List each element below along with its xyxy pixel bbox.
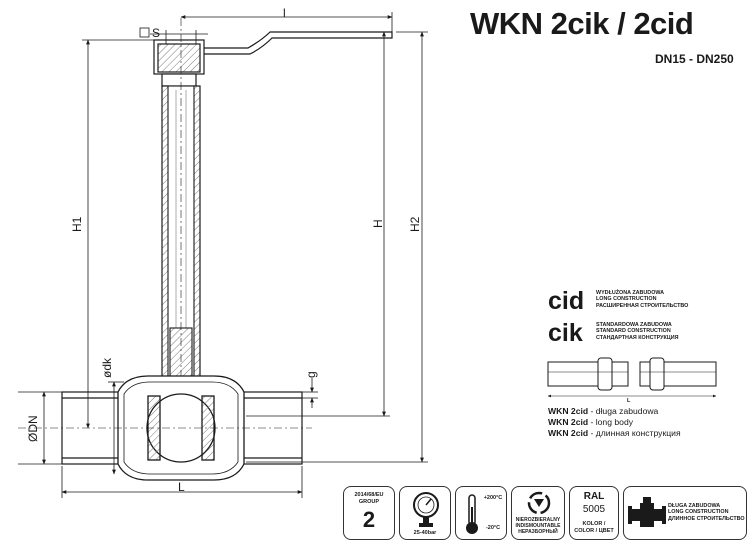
ral-code: 5005	[582, 504, 606, 515]
valve-body-icon	[628, 497, 666, 527]
dim-h2-label: H2	[408, 216, 422, 232]
dim-h	[246, 31, 390, 417]
badge-directive: 2014/68/EU GROUP 2	[343, 486, 395, 540]
construction-length-label: L	[627, 398, 631, 404]
dim-h1	[82, 39, 160, 429]
badge-temperature: +200°C -20°C	[455, 486, 507, 540]
badge-pressure: 25-40bar	[399, 486, 451, 540]
dim-L	[61, 466, 303, 498]
dim-dk	[108, 381, 124, 475]
dim-l-label: l	[283, 6, 286, 20]
body-descriptions: WKN 2cid - długa zabudowa WKN 2cid - lon…	[548, 406, 681, 439]
pressure-gauge-icon	[413, 492, 439, 527]
dim-h1-label: H1	[70, 216, 84, 232]
page-subtitle: DN15 - DN250	[655, 52, 734, 66]
dim-L-label: L	[178, 480, 185, 494]
no-dismount-icon	[527, 491, 551, 515]
dim-dk-label: ødk	[100, 357, 114, 378]
description-line: WKN 2cid - long body	[548, 417, 634, 427]
description-line: WKN 2cid - długa zabudowa	[548, 406, 659, 416]
dim-s	[139, 27, 208, 44]
dim-h2	[246, 31, 428, 463]
badge-body: DŁUGA ZABUDOWA LONG CONSTRUCTION ДЛИННОЕ…	[623, 486, 747, 540]
dim-dn	[18, 391, 62, 465]
cik-code: cik	[548, 319, 583, 347]
lever-handle	[169, 31, 393, 55]
construction-pipes	[547, 357, 717, 398]
cik-description: STANDARDOWA ZABUDOWA STANDARD CONSTRUCTI…	[596, 322, 679, 341]
dim-g	[302, 378, 318, 408]
badge-color: RAL 5005 KOLOR / COLOR / ЦВЕТ	[569, 486, 619, 540]
dim-s-label: S	[152, 26, 161, 40]
stem-head	[153, 39, 205, 87]
description-line: WKN 2cid - длинная конструкция	[548, 428, 681, 438]
page-title: WKN 2cik / 2cid	[470, 6, 694, 41]
dim-h-label: H	[371, 219, 385, 228]
thermometer-icon	[466, 494, 478, 534]
dim-l	[180, 12, 393, 34]
dim-g-label: g	[304, 371, 318, 378]
dim-dn-label: ØDN	[26, 415, 40, 442]
cid-description: WYDŁUŻONA ZABUDOWA LONG CONSTRUCTION РАС…	[596, 290, 689, 309]
group-number: 2	[362, 507, 376, 532]
cid-code: cid	[548, 287, 585, 315]
badge-indismountable: NIEROZBIERALNY INDISMOUNTABLE НЕРАЗБОРНЫ…	[511, 486, 565, 540]
